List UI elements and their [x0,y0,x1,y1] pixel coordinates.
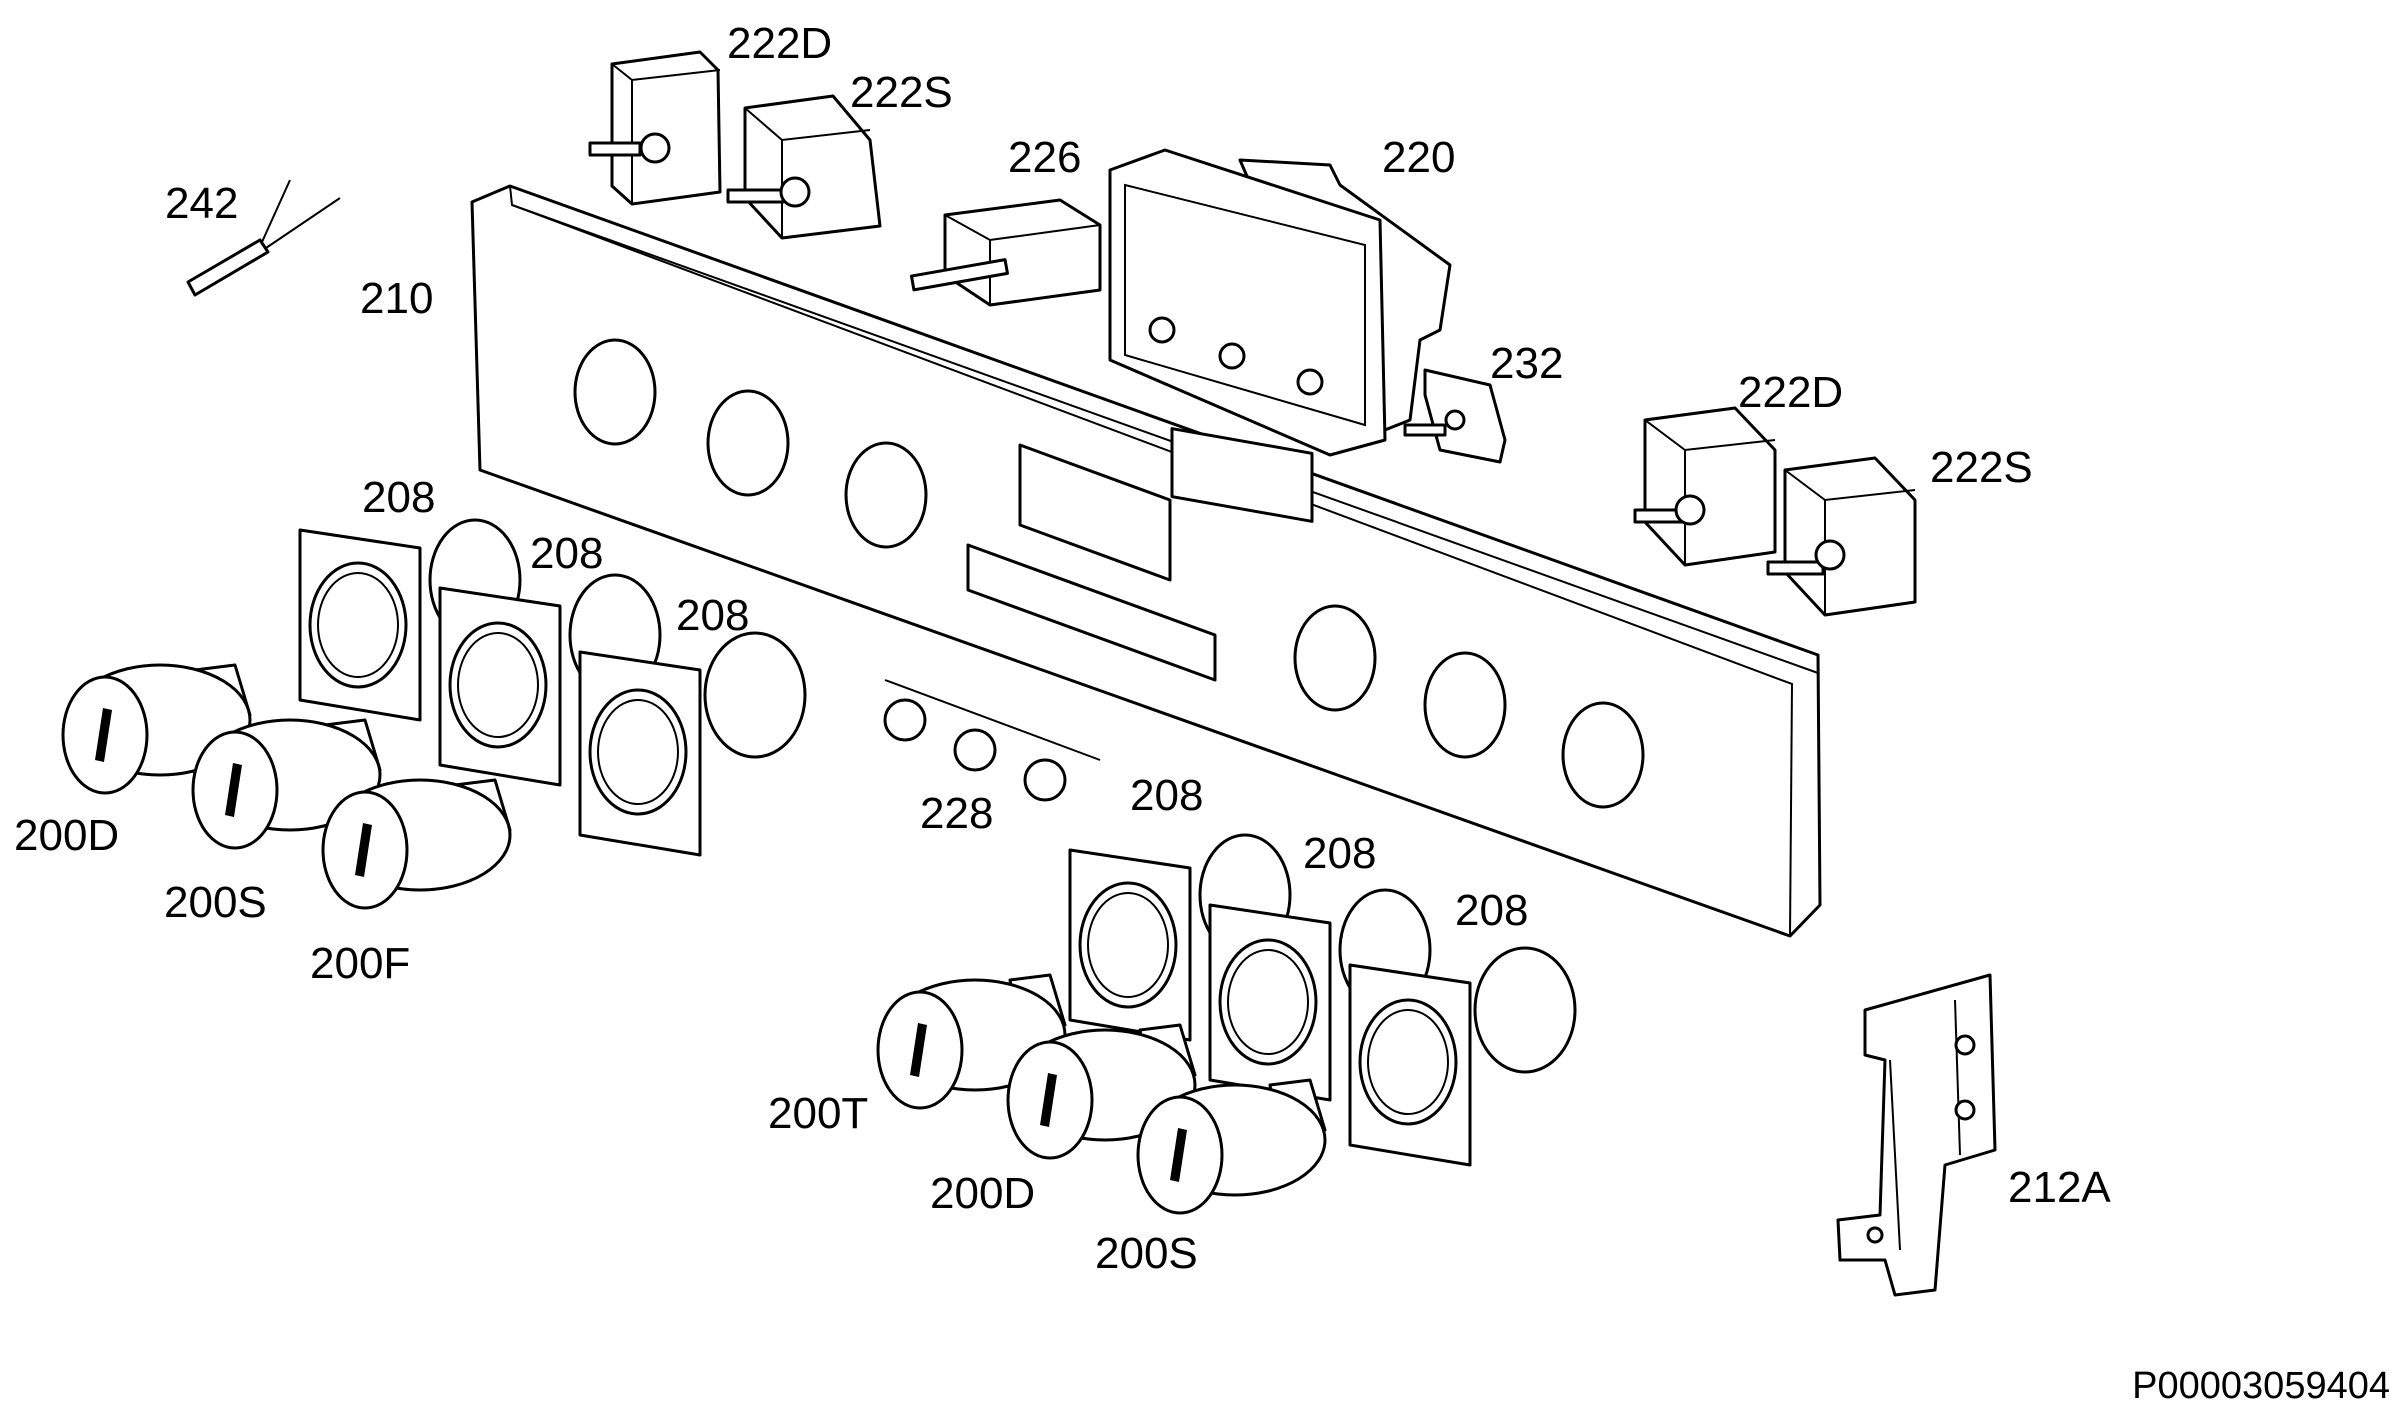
label-228: 228 [920,789,993,838]
label-222d-right: 222D [1738,368,1843,417]
mounting-bracket-212a [1836,973,1997,1297]
label-200f: 200F [310,939,410,988]
label-200s-right: 200S [1095,1229,1198,1278]
label-220: 220 [1382,133,1455,182]
label-226: 226 [1008,133,1081,182]
electronic-timer-220 [1108,148,1452,523]
control-knob-200f [321,778,512,910]
label-208-right-2: 208 [1303,829,1376,878]
knob-bezel-208-right-3 [1348,946,1577,1167]
knob-bezel-208-left-3 [578,631,807,857]
part-labels: 222D 222S 226 220 242 210 232 222D 222S … [14,19,2390,1407]
label-210: 210 [360,274,433,323]
label-222s-top: 222S [850,68,953,117]
label-242: 242 [165,179,238,228]
label-212a: 212A [2008,1163,2111,1212]
label-200t: 200T [768,1089,868,1138]
function-selector-226 [909,198,1102,307]
connector-232 [1403,368,1507,464]
control-panel-210 [470,184,1822,938]
temperature-sensor-242 [186,179,341,297]
label-222s-right: 222S [1930,443,2033,492]
label-222d-top: 222D [727,19,832,68]
control-knob-200s-left [191,718,382,850]
energy-regulator-222s-right [1766,456,1917,617]
label-200s-left: 200S [164,878,267,927]
label-208-left-3: 208 [676,591,749,640]
label-200d-left: 200D [14,811,119,860]
push-buttons-228 [883,679,1101,802]
control-knob-200s-right [1136,1078,1327,1215]
label-208-right-3: 208 [1455,886,1528,935]
label-232: 232 [1490,339,1563,388]
diagram-reference-code: P00003059404 [2132,1365,2390,1407]
label-200d-right: 200D [930,1169,1035,1218]
label-208-left-2: 208 [530,529,603,578]
energy-regulator-222d-top [588,50,722,206]
label-208-right-1: 208 [1130,771,1203,820]
label-208-left-1: 208 [362,473,435,522]
energy-regulator-222d-right [1633,406,1777,567]
energy-regulator-222s-top [726,94,882,240]
